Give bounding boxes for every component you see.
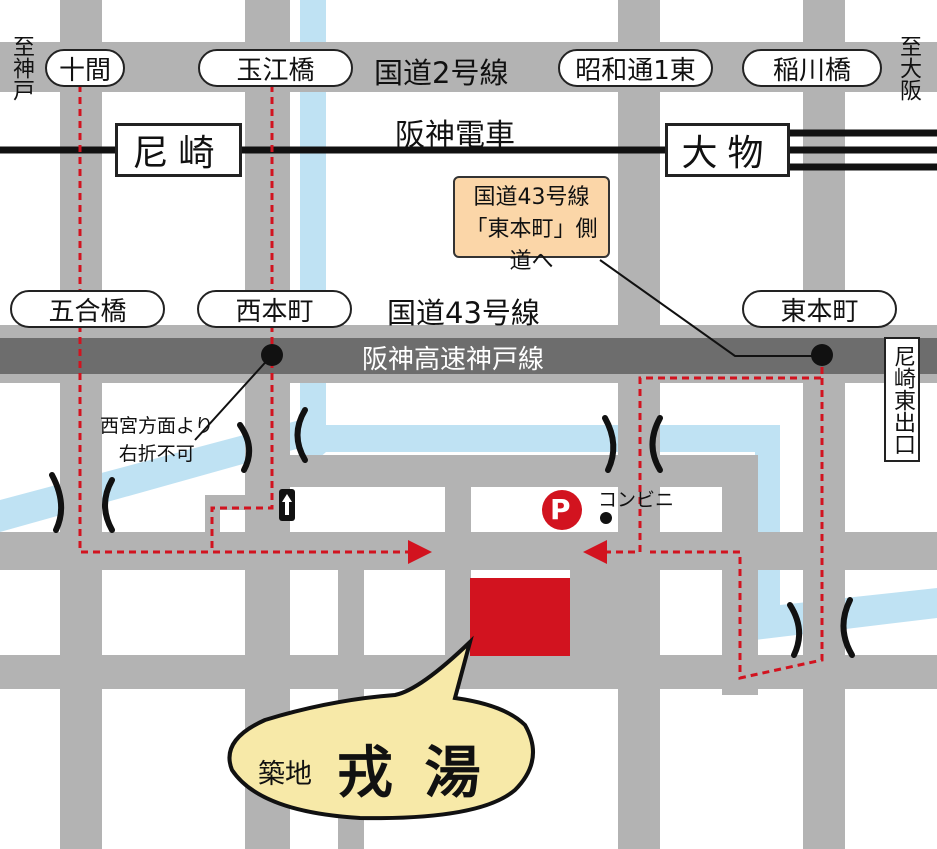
- speech-bubble: [227, 635, 535, 821]
- route-lines: [78, 85, 824, 680]
- no-right-turn-line-1: 西宮方面より: [100, 415, 214, 437]
- leader-lines: [194, 259, 822, 441]
- convenience-store-label: コンビニ: [598, 489, 675, 511]
- parking-icon-circle: [542, 490, 582, 530]
- route43-callout: 国道43号線 「東本町」側道へ: [453, 176, 610, 274]
- intersection-nishihonmachi: 西本町: [197, 290, 352, 328]
- intersection-goubashi: 五合橋: [10, 290, 165, 328]
- amagasaki-east-exit-label: 尼崎東出口: [884, 337, 920, 462]
- intersection-showadori-higashi: 昭和通1東: [558, 49, 713, 87]
- higashihonmachi-interchange-dot: [811, 344, 833, 366]
- parking-icon: P: [550, 493, 571, 526]
- destination-block: [470, 578, 570, 656]
- intersection-jikken: 十間: [45, 49, 125, 87]
- intersection-tamaebashi: 玉江橋: [198, 49, 353, 87]
- city-blocks: [102, 487, 937, 849]
- national-route-43-label: 国道43号線: [387, 296, 540, 330]
- national-route-2-label: 国道2号線: [374, 56, 509, 90]
- station-daimotsu: 大物: [665, 123, 790, 177]
- direction-kobe: 至神戸: [9, 35, 34, 101]
- bridge-markers: [49, 407, 855, 658]
- intersection-higashihonmachi: 東本町: [742, 290, 897, 328]
- nishihonmachi-interchange-dot: [261, 344, 283, 366]
- callout-line-2: 「東本町」側道へ: [465, 217, 598, 274]
- direction-osaka: 至大阪: [896, 35, 921, 101]
- hanshin-expressway-label: 阪神高速神戸線: [362, 345, 545, 375]
- one-way-sign: [279, 489, 295, 521]
- convenience-store-dot: [600, 512, 612, 524]
- route-arrows: [408, 540, 607, 564]
- hanshin-railway-label: 阪神電車: [395, 118, 515, 153]
- callout-line-1: 国道43号線: [473, 185, 590, 210]
- no-right-turn-note: 西宮方面より 右折不可: [100, 412, 214, 468]
- no-right-turn-line-2: 右折不可: [118, 443, 195, 465]
- intersection-inagawabashi: 稲川橋: [742, 49, 882, 87]
- destination-prefix: 築地: [258, 759, 312, 790]
- station-amagasaki: 尼崎: [115, 123, 242, 177]
- destination-name: 戎 湯: [337, 740, 487, 806]
